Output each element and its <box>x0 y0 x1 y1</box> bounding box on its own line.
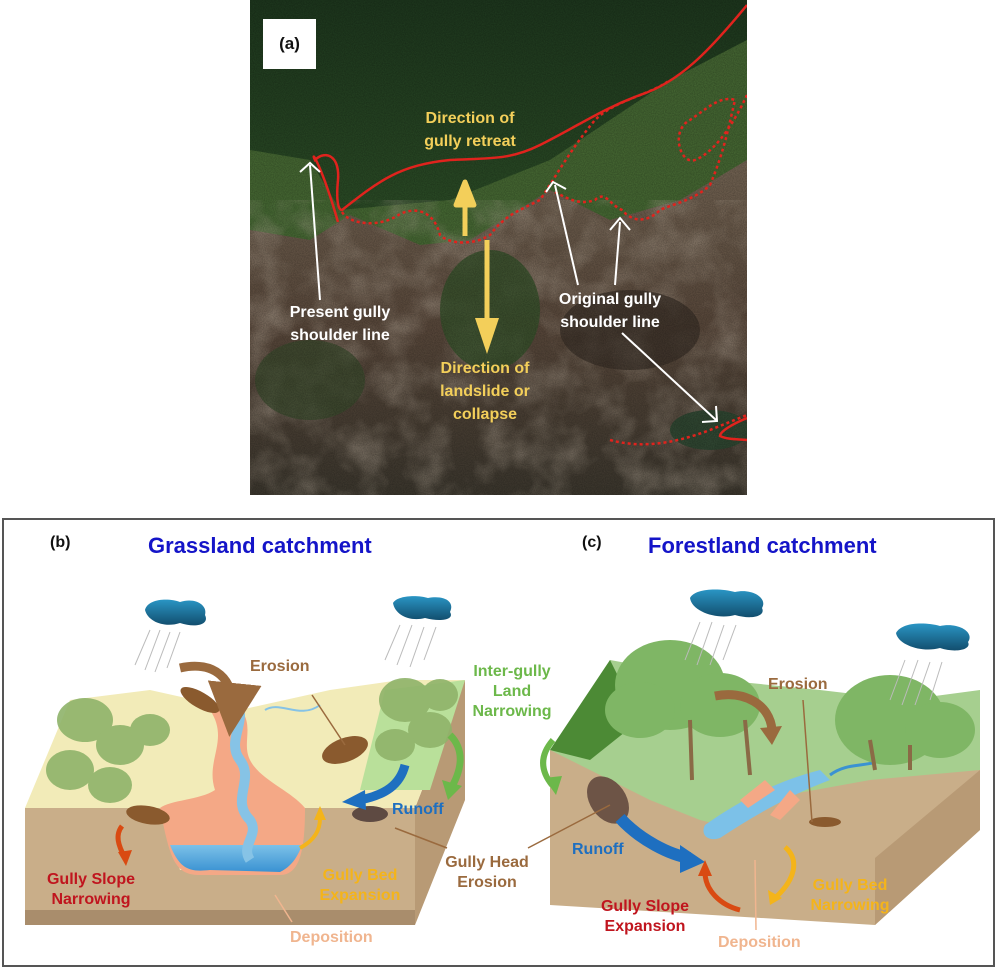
rain-lines <box>684 621 943 706</box>
soil-base <box>25 910 415 925</box>
label-line: collapse <box>452 406 518 423</box>
bed-expansion-arrowhead <box>314 806 326 820</box>
label-line: Land <box>492 683 532 700</box>
forestland-block <box>527 589 980 931</box>
rain-lines <box>134 624 437 673</box>
gully-water <box>170 845 302 872</box>
erosion-label-b: Erosion <box>250 658 310 675</box>
tree-trunks <box>688 719 912 781</box>
original-shoulder-line-south <box>609 413 747 446</box>
gully-head-erosion-label: Gully Head Erosion <box>437 853 537 893</box>
gully-bed-expansion-label: Gully Bed Expansion <box>310 866 410 906</box>
present-shoulder-label: Present gully shoulder line <box>275 301 405 347</box>
diagram-frame <box>2 518 995 967</box>
panel-c-title: Forestland catchment <box>648 533 877 558</box>
label-line: Narrowing <box>810 897 890 914</box>
label-line: Narrowing <box>51 891 131 908</box>
label-line: Original gully <box>558 291 662 308</box>
label-line: Gully Slope <box>600 898 689 915</box>
original-shoulder-label: Original gully shoulder line <box>540 288 680 334</box>
label-line: Direction of <box>425 110 515 127</box>
soil-clod <box>322 736 368 764</box>
inter-gully-arrowhead <box>442 780 462 800</box>
gully-slope-expansion-label: Gully Slope Expansion <box>590 897 700 937</box>
deposition-label-c: Deposition <box>718 934 801 951</box>
label-line: Inter-gully <box>473 663 551 680</box>
runoff-arrowhead <box>680 845 705 873</box>
grassland-block <box>25 596 465 925</box>
runoff-arrowhead <box>342 790 366 810</box>
deposition-area <box>160 700 305 875</box>
erosion-arrow <box>714 690 777 731</box>
erosion-arrow <box>179 661 262 737</box>
soil-clod <box>809 817 841 827</box>
label-line: landslide or <box>440 383 530 400</box>
label-line: Expansion <box>319 887 401 904</box>
label-line: shoulder line <box>560 314 660 331</box>
bed-expansion-arrow <box>299 817 322 850</box>
deposition-area <box>740 780 800 820</box>
landslide-label: Direction of landslide or collapse <box>420 357 550 426</box>
cloud-icon <box>393 596 452 620</box>
cloud-icon <box>145 599 206 626</box>
rill <box>264 704 321 712</box>
deposition-leader <box>754 859 757 931</box>
present-shoulder-line-south <box>718 416 747 442</box>
label-line: Gully Slope <box>46 871 135 888</box>
runoff-arrow <box>359 763 410 805</box>
gully-slope-narrowing-label: Gully Slope Narrowing <box>36 870 146 910</box>
label-line: Expansion <box>604 918 686 935</box>
label-line: Direction of <box>440 360 530 377</box>
bed-narrowing-arrowhead <box>768 890 782 905</box>
label-line: Present gully <box>289 304 391 321</box>
label-line: Gully Bed <box>812 877 888 894</box>
panel-b-label: (b) <box>50 534 71 551</box>
landslide-arrow-head <box>475 318 499 354</box>
gully-head-clod <box>352 806 388 822</box>
slope-expansion-arrowhead <box>698 860 712 876</box>
panel-b-title: Grassland catchment <box>148 533 372 558</box>
grass-tufts <box>46 678 458 803</box>
gully-bed-narrowing-label: Gully Bed Narrowing <box>800 876 900 916</box>
cloud-icon <box>690 589 764 618</box>
aerial-photo <box>250 0 747 495</box>
label-line: gully retreat <box>424 133 516 150</box>
erosion-label-c: Erosion <box>768 676 828 693</box>
soil-side-face <box>875 770 980 925</box>
pointer-arrows <box>299 161 719 423</box>
gully-head-leader <box>394 827 448 849</box>
soil-clod <box>126 805 170 825</box>
gully-retreat-arrow <box>453 179 477 236</box>
erosion-arrowhead <box>760 726 782 745</box>
deposition-leader <box>274 894 293 923</box>
inter-gully-arrowhead <box>544 776 562 795</box>
inter-gully-label: Inter-gully Land Narrowing <box>467 662 557 722</box>
erosion-leader <box>311 694 346 746</box>
slope-expansion-arrow <box>702 871 741 913</box>
label-line: Gully Bed <box>322 867 398 884</box>
label-line: Narrowing <box>472 703 552 720</box>
panel-a-label: (a) <box>263 19 316 69</box>
runoff-label-c: Runoff <box>572 841 624 858</box>
aerial-photo-panel: (a) Direction of gully retreat Present g… <box>250 0 747 495</box>
gully-retreat-label: Direction of gully retreat <box>385 107 555 153</box>
gully-head-leader <box>527 804 611 849</box>
slope-narrowing-arrowhead <box>118 850 132 866</box>
photo-grain <box>250 0 747 495</box>
label-line: Erosion <box>457 874 517 891</box>
runoff-label-b: Runoff <box>392 801 444 818</box>
original-shoulder-line-east <box>554 94 747 221</box>
deposition-label-b: Deposition <box>290 929 373 946</box>
cloud-icon <box>896 623 970 651</box>
bed-narrowing-arrow <box>773 845 797 900</box>
erosion-leader <box>802 699 813 823</box>
label-line: shoulder line <box>290 327 390 344</box>
gully-stream <box>703 770 830 840</box>
panel-c-label: (c) <box>582 534 602 551</box>
label-line: Gully Head <box>445 854 529 871</box>
